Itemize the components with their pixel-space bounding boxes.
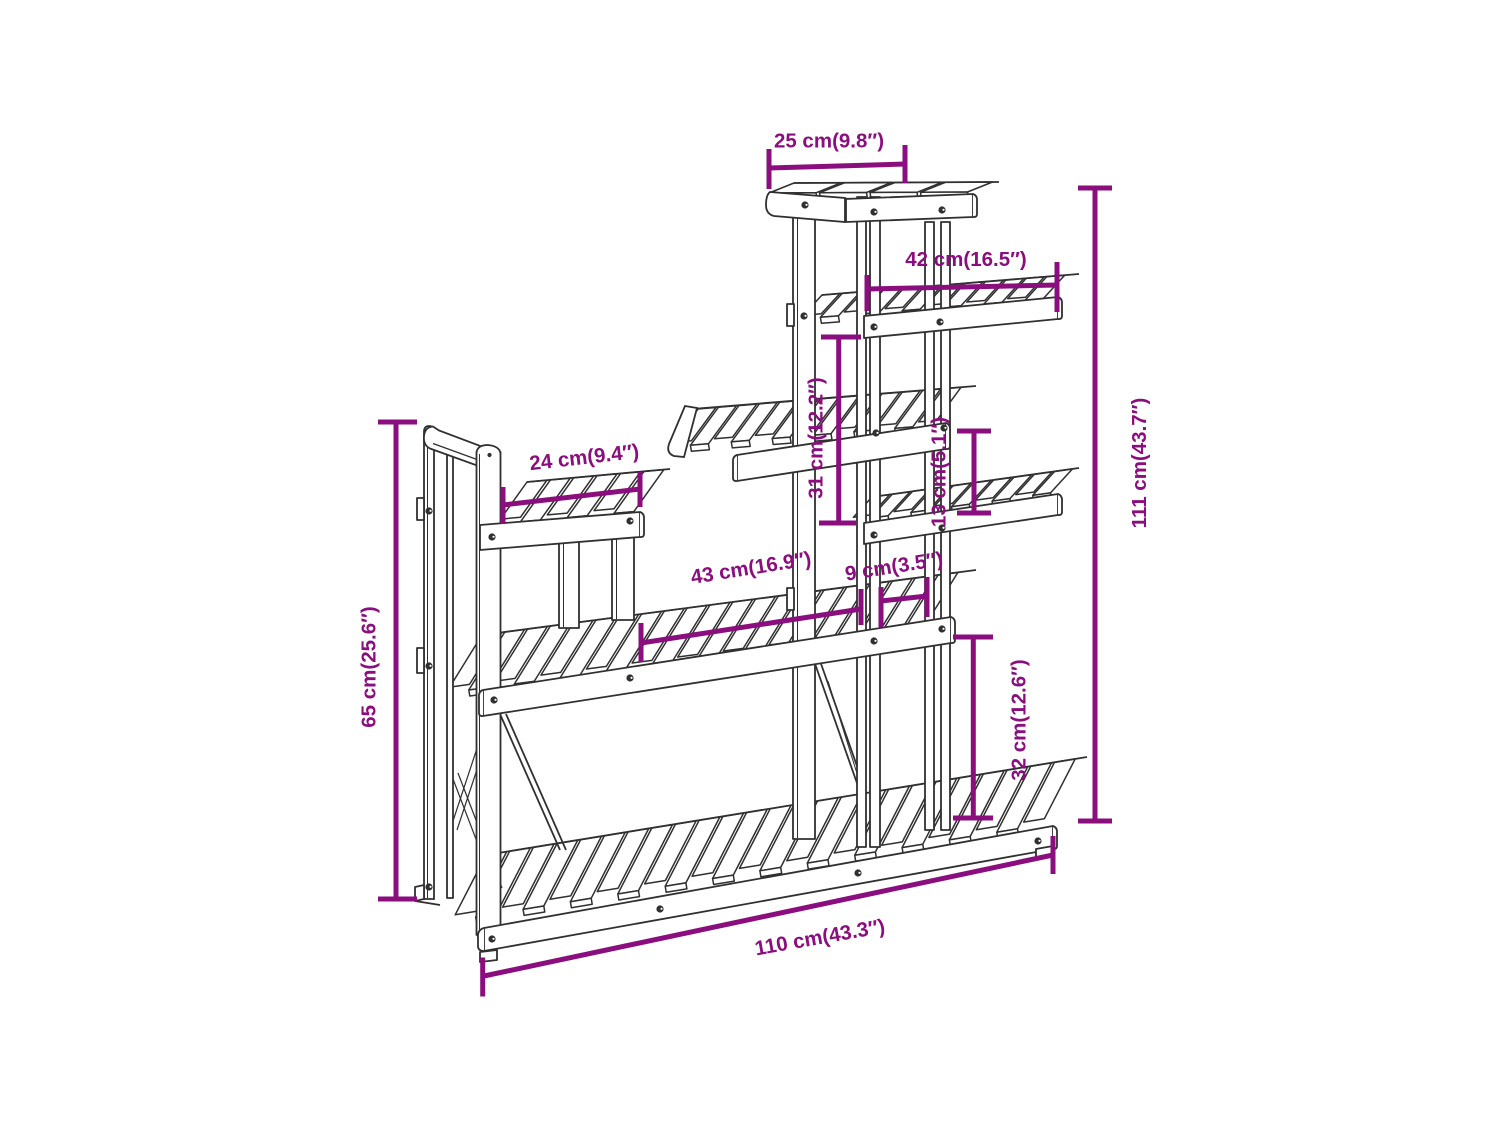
svg-text:25 cm(9.8″): 25 cm(9.8″) — [774, 130, 884, 153]
svg-text:65 cm(25.6″): 65 cm(25.6″) — [358, 606, 381, 728]
svg-text:42 cm(16.5″): 42 cm(16.5″) — [905, 248, 1027, 271]
svg-text:13 cm(5.1″): 13 cm(5.1″) — [928, 417, 951, 527]
svg-text:111 cm(43.7″): 111 cm(43.7″) — [1128, 398, 1151, 529]
svg-text:31 cm(12.2″): 31 cm(12.2″) — [805, 377, 828, 499]
svg-text:32 cm(12.6″): 32 cm(12.6″) — [1008, 659, 1031, 781]
